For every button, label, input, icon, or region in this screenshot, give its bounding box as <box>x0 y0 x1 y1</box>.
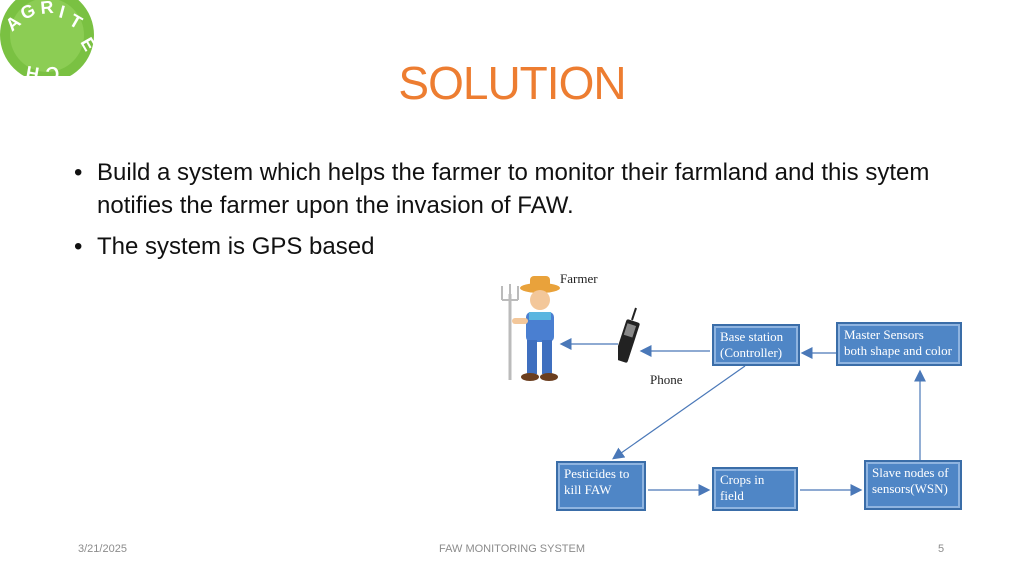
phone-icon <box>618 307 640 363</box>
box-line: Crops in <box>720 472 765 487</box>
phone-label: Phone <box>650 372 683 387</box>
box-line: Slave nodes of <box>872 465 949 480</box>
svg-text:C: C <box>45 62 61 76</box>
master-sensors-box: Master Sensors both shape and color <box>836 322 962 366</box>
footer-date: 3/21/2025 <box>78 543 127 555</box>
bullet-item: • Build a system which helps the farmer t… <box>74 156 974 222</box>
agritech-logo: A G R I T E C H <box>0 0 98 76</box>
svg-text:I: I <box>57 2 67 23</box>
farmer-label: Farmer <box>560 271 598 286</box>
box-line: field <box>720 488 744 503</box>
slide-title: SOLUTION <box>398 57 626 109</box>
box-line: kill FAW <box>564 482 612 497</box>
page-number: 5 <box>938 543 945 555</box>
system-diagram: Farmer Phone Base station (Controller) M… <box>490 268 970 518</box>
bullet-text: Build a system which helps the farmer to… <box>97 159 930 219</box>
bullet-item: • The system is GPS based <box>74 230 974 263</box>
box-line: (Controller) <box>720 345 783 360</box>
farmer-icon <box>501 276 560 381</box>
box-line: Master Sensors <box>844 327 924 342</box>
svg-text:R: R <box>40 0 55 18</box>
footer-title: FAW MONITORING SYSTEM <box>438 543 586 555</box>
bullet-text: The system is GPS based <box>97 233 375 260</box>
box-line: Pesticides to <box>564 466 630 481</box>
base-station-box: Base station (Controller) <box>712 324 800 366</box>
box-line: both shape and color <box>844 343 952 358</box>
box-line: Base station <box>720 329 784 344</box>
bullet-dot: • <box>74 233 83 260</box>
crops-box: Crops in field <box>712 467 798 511</box>
slave-nodes-box: Slave nodes of sensors(WSN) <box>864 460 962 510</box>
box-line: sensors(WSN) <box>872 481 948 496</box>
pesticides-box: Pesticides to kill FAW <box>556 461 646 511</box>
diagram-arrows <box>559 338 926 496</box>
bullet-list: • Build a system which helps the farmer t… <box>74 156 974 271</box>
svg-text:H: H <box>24 62 40 76</box>
bullet-dot: • <box>74 159 83 186</box>
